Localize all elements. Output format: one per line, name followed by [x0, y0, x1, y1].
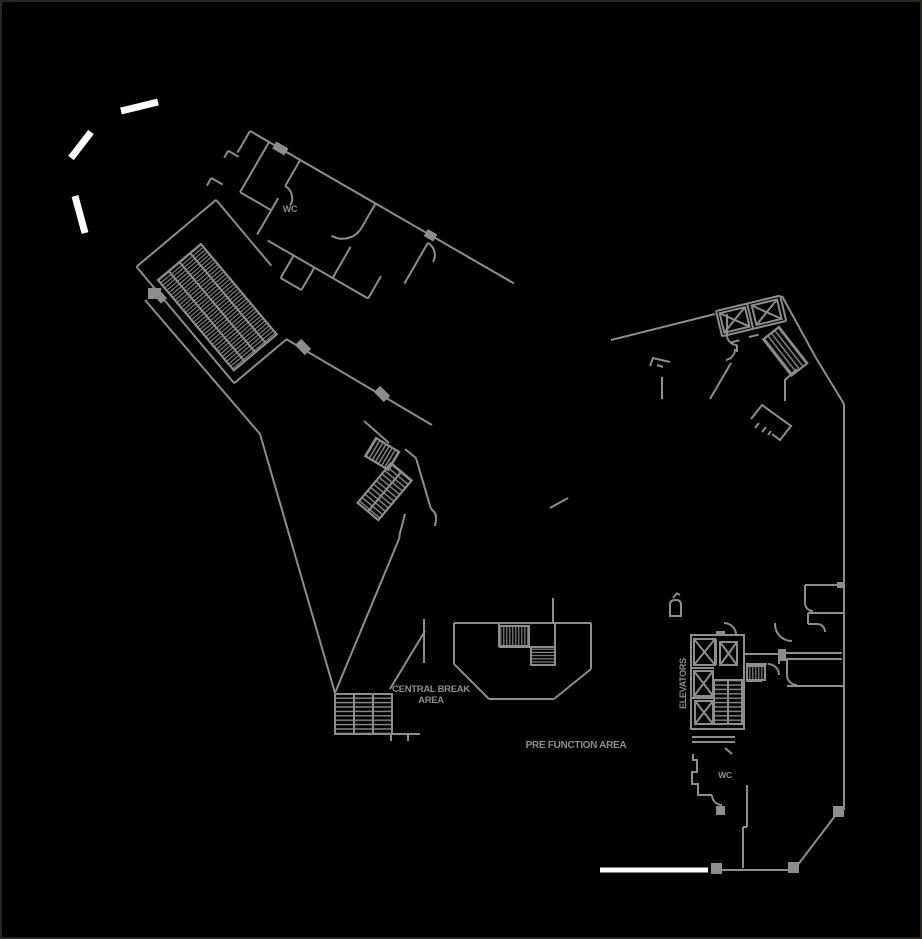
platform-stair-upper — [498, 625, 530, 647]
door-block — [373, 385, 391, 403]
platform-stair-lower — [530, 646, 556, 666]
door-block — [148, 288, 161, 299]
alcove-walls — [750, 403, 793, 442]
door-block — [423, 229, 438, 242]
topright-elevator-pair — [715, 294, 788, 344]
central-break-stair — [334, 693, 393, 735]
extinguisher-symbol — [669, 592, 682, 617]
elevator-core — [690, 622, 780, 755]
southwest-facade — [144, 288, 336, 694]
escalator-bank — [135, 199, 287, 384]
door-block — [837, 582, 845, 588]
door-block — [272, 141, 289, 156]
mid-stair-lower — [356, 461, 414, 522]
mid-stair-rails — [398, 457, 438, 540]
label-central-break-line2: AREA — [418, 695, 444, 706]
door-block — [294, 338, 312, 356]
arc-dash — [71, 195, 89, 234]
label-central-break-line1: CENTRAL BREAK — [392, 684, 470, 695]
door-block — [778, 649, 786, 661]
plan-linework — [135, 130, 845, 874]
label-elevators: ELEVATORS — [678, 658, 688, 709]
door-block — [788, 862, 799, 873]
lower-wc-walls — [691, 754, 844, 874]
topright-interior — [709, 314, 798, 442]
arc-dash — [68, 129, 94, 161]
topright-stair — [761, 325, 809, 377]
northeast-facade — [610, 295, 845, 810]
elevator-shaft — [719, 641, 738, 666]
pre-function-dash — [549, 497, 569, 509]
central-break-area-walls — [334, 538, 426, 741]
platform-hexagon — [453, 598, 592, 700]
right-rooms — [744, 582, 845, 687]
door-block — [716, 631, 725, 636]
wall-bracket — [649, 356, 671, 368]
core-stair-landing — [746, 665, 766, 681]
entry-arc-dashes — [68, 98, 159, 234]
door-block — [833, 806, 844, 817]
label-wc-upper: WC — [283, 204, 298, 214]
plan-labels: WC CENTRAL BREAK AREA PRE FUNCTION AREA … — [283, 204, 732, 780]
corridor-walls — [285, 338, 433, 459]
label-wc-lower: WC — [718, 770, 732, 780]
label-pre-function: PRE FUNCTION AREA — [526, 740, 627, 751]
arc-dash — [120, 98, 159, 115]
door-block — [716, 806, 725, 815]
door-block — [711, 863, 722, 874]
wing-a-walls — [205, 130, 515, 300]
